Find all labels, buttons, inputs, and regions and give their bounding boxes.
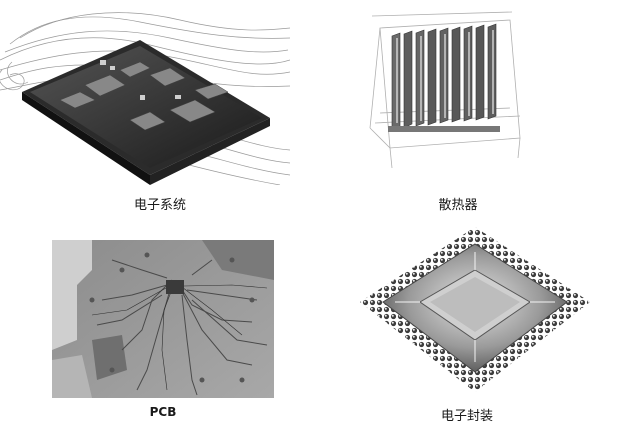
- heat-sink-image: [369, 11, 521, 169]
- heat-sink-figure: [360, 8, 530, 173]
- electronic-package-caption: 电子封装: [440, 409, 493, 424]
- pcb-caption: PCB: [149, 405, 177, 419]
- pcb-figure: [52, 240, 274, 398]
- electronic-system-figure: [0, 0, 290, 185]
- electronic-package-image: [360, 227, 590, 392]
- electronic-system-image: [0, 12, 290, 185]
- pcb-image: [52, 240, 274, 398]
- electronic-system-caption: 电子系统: [133, 198, 186, 213]
- electronic-package-figure: [355, 222, 595, 397]
- heat-sink-caption: 散热器: [438, 198, 478, 213]
